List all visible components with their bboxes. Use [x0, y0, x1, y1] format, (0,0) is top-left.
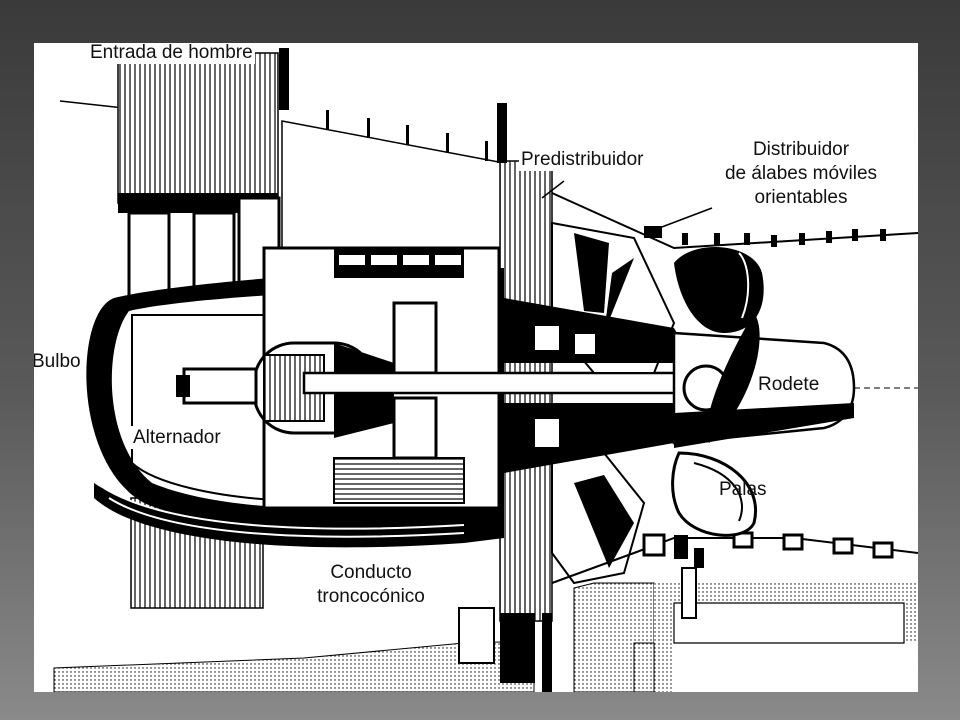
label-runner: Rodete	[758, 374, 820, 395]
leader-lines	[541, 180, 713, 234]
label-alternator: Alternador	[131, 426, 223, 449]
label-blades: Palas	[719, 479, 767, 500]
predistributor-wall	[497, 103, 553, 692]
bulb-turbine-drawing	[53, 48, 918, 692]
foundation-concrete	[53, 582, 918, 692]
manhole-shaft	[117, 52, 281, 315]
label-distributor-line-1: Distribuidor	[752, 139, 850, 160]
label-bulb: Bulbo	[34, 350, 83, 373]
label-distributor-line-2: de álabes móviles	[724, 163, 878, 184]
label-draft-tube-line-1: Conducto	[330, 562, 412, 583]
label-draft-tube: Conducto troncocónico	[304, 561, 438, 609]
label-manhole: Entrada de hombre	[88, 43, 255, 64]
label-distributor-line-3: orientables	[754, 187, 848, 208]
label-draft-tube-line-2: troncocónico	[317, 586, 425, 607]
main-shaft	[302, 371, 686, 395]
label-predistributor: Predistribuidor	[519, 148, 646, 171]
outer-casing	[551, 192, 918, 619]
label-distributor: Distribuidor de álabes móviles orientabl…	[709, 138, 893, 210]
runner-blades	[671, 246, 764, 537]
turbine-diagram-panel: Entrada de hombre Predistribuidor Distri…	[34, 43, 918, 692]
guide-vanes	[504, 221, 694, 585]
